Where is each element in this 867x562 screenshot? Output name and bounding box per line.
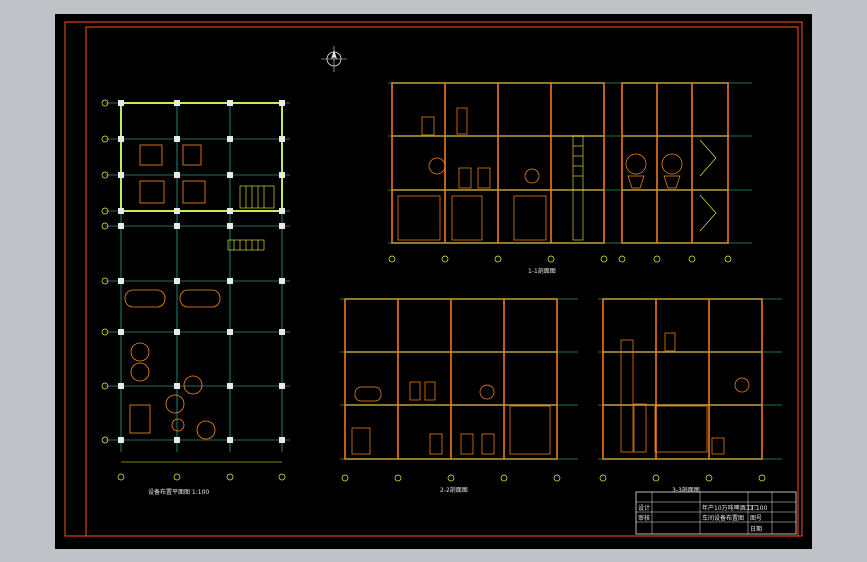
compass-icon — [321, 46, 347, 72]
elevation-view-3: 3-3剖面图 — [598, 298, 782, 494]
elevation-view-2: 2-2剖面图 — [340, 298, 578, 494]
elevation-2-title: 2-2剖面图 — [440, 486, 468, 494]
inner-frame — [85, 26, 799, 537]
floor-plan: 设备布置平面图 1:100 — [101, 99, 290, 496]
title-block: 年产10万吨啤酒工厂 车间设备布置图 1:100 设计 审核 图号 日期 — [635, 491, 797, 535]
title-block-project: 年产10万吨啤酒工厂 — [702, 504, 758, 512]
title-block-date: 日期 — [750, 525, 762, 533]
elevation-view-1: 1-1剖面图 — [388, 82, 752, 275]
title-block-checker: 审核 — [638, 514, 650, 522]
title-block-sheet: 图号 — [750, 515, 762, 522]
elevation-1-title: 1-1剖面图 — [528, 267, 556, 275]
title-block-drawing-name: 车间设备布置图 — [702, 514, 744, 522]
elevation-3-title: 3-3剖面图 — [672, 486, 700, 494]
title-block-designer: 设计 — [638, 504, 650, 512]
title-block-scale: 1:100 — [750, 505, 767, 512]
plan-title: 设备布置平面图 1:100 — [148, 488, 209, 496]
